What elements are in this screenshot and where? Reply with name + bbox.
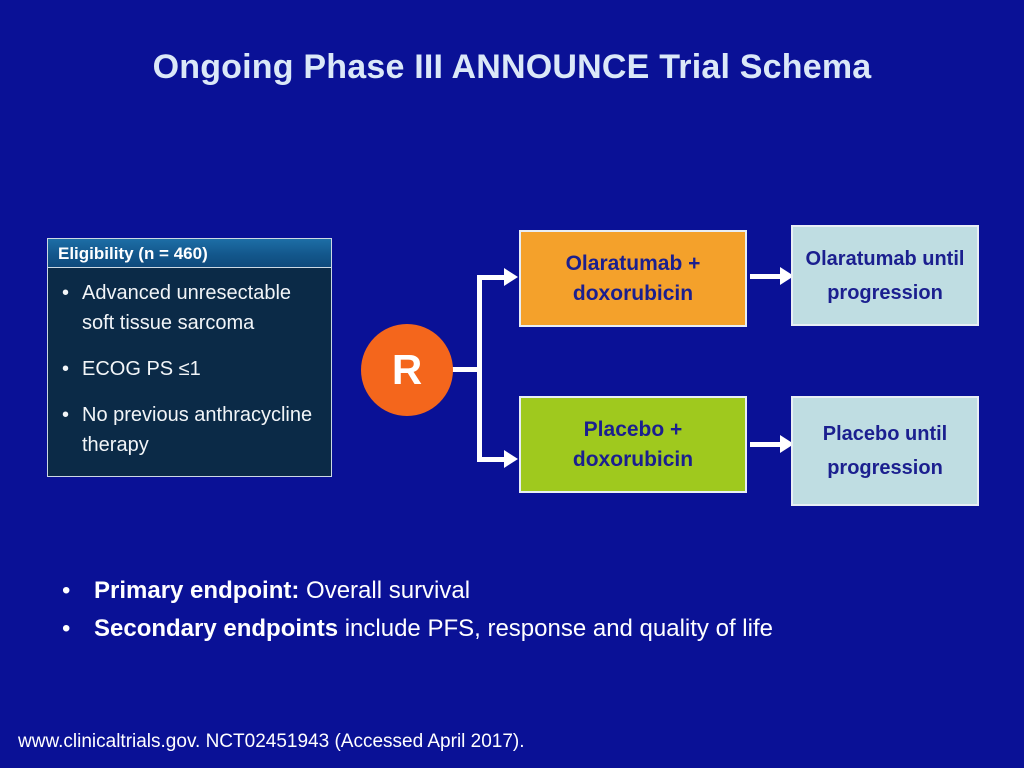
endpoint-label: Secondary endpoints: [94, 615, 339, 642]
bullet-icon: •: [62, 615, 71, 642]
connector-line-to-olaratumab: [477, 275, 507, 280]
list-item: • Secondary endpoints include PFS, respo…: [56, 610, 956, 648]
bullet-icon: •: [62, 282, 70, 304]
arrow-head-icon-placebo: [504, 450, 518, 468]
randomization-label: R: [391, 346, 423, 393]
arrow-head-icon-placebo-outcome: [780, 435, 794, 453]
eligibility-criteria-list: • Advanced unresectable soft tissue sarc…: [48, 268, 331, 476]
endpoint-value: include PFS, response and quality of lif…: [338, 615, 773, 642]
connector-line-vertical-split: [477, 277, 482, 462]
outcome-box-placebo: Placebo until progression: [791, 396, 979, 506]
connector-line-randomization: [452, 367, 482, 372]
list-item: • Advanced unresectable soft tissue sarc…: [56, 278, 323, 338]
endpoints-list: • Primary endpoint: Overall survival • S…: [56, 572, 956, 648]
endpoint-text: Primary endpoint: Overall survival: [94, 572, 956, 610]
eligibility-header: Eligibility (n = 460): [48, 239, 331, 268]
eligibility-criterion-text: Advanced unresectable soft tissue sarcom…: [82, 282, 292, 334]
connector-line-placebo-to-outcome: [750, 442, 783, 447]
list-item: • Primary endpoint: Overall survival: [56, 572, 956, 610]
treatment-box-placebo: Placebo + doxorubicin: [519, 396, 747, 493]
page-title: Ongoing Phase III ANNOUNCE Trial Schema: [152, 48, 872, 86]
endpoint-label: Primary endpoint:: [94, 577, 300, 604]
treatment-box-olaratumab: Olaratumab + doxorubicin: [519, 230, 747, 327]
bullet-icon: •: [62, 404, 70, 426]
endpoint-text: Secondary endpoints include PFS, respons…: [94, 610, 956, 648]
outcome-box-olaratumab: Olaratumab until progression: [791, 225, 979, 326]
randomization-node: R: [361, 324, 453, 416]
list-item: • No previous anthracycline therapy: [56, 400, 323, 460]
arrow-head-icon-olaratumab-outcome: [780, 267, 794, 285]
connector-line-to-placebo: [477, 457, 507, 462]
eligibility-card: Eligibility (n = 460) • Advanced unresec…: [47, 238, 332, 477]
endpoint-value: Overall survival: [299, 577, 471, 604]
eligibility-criterion-text: ECOG PS ≤1: [82, 358, 201, 380]
footer-citation: www.clinicaltrials.gov. NCT02451943 (Acc…: [18, 731, 525, 752]
eligibility-criterion-text: No previous anthracycline therapy: [82, 404, 313, 456]
connector-line-olaratumab-to-outcome: [750, 274, 783, 279]
arrow-head-icon-olaratumab: [504, 268, 518, 286]
bullet-icon: •: [62, 577, 71, 604]
list-item: • ECOG PS ≤1: [56, 354, 323, 384]
bullet-icon: •: [62, 358, 70, 380]
